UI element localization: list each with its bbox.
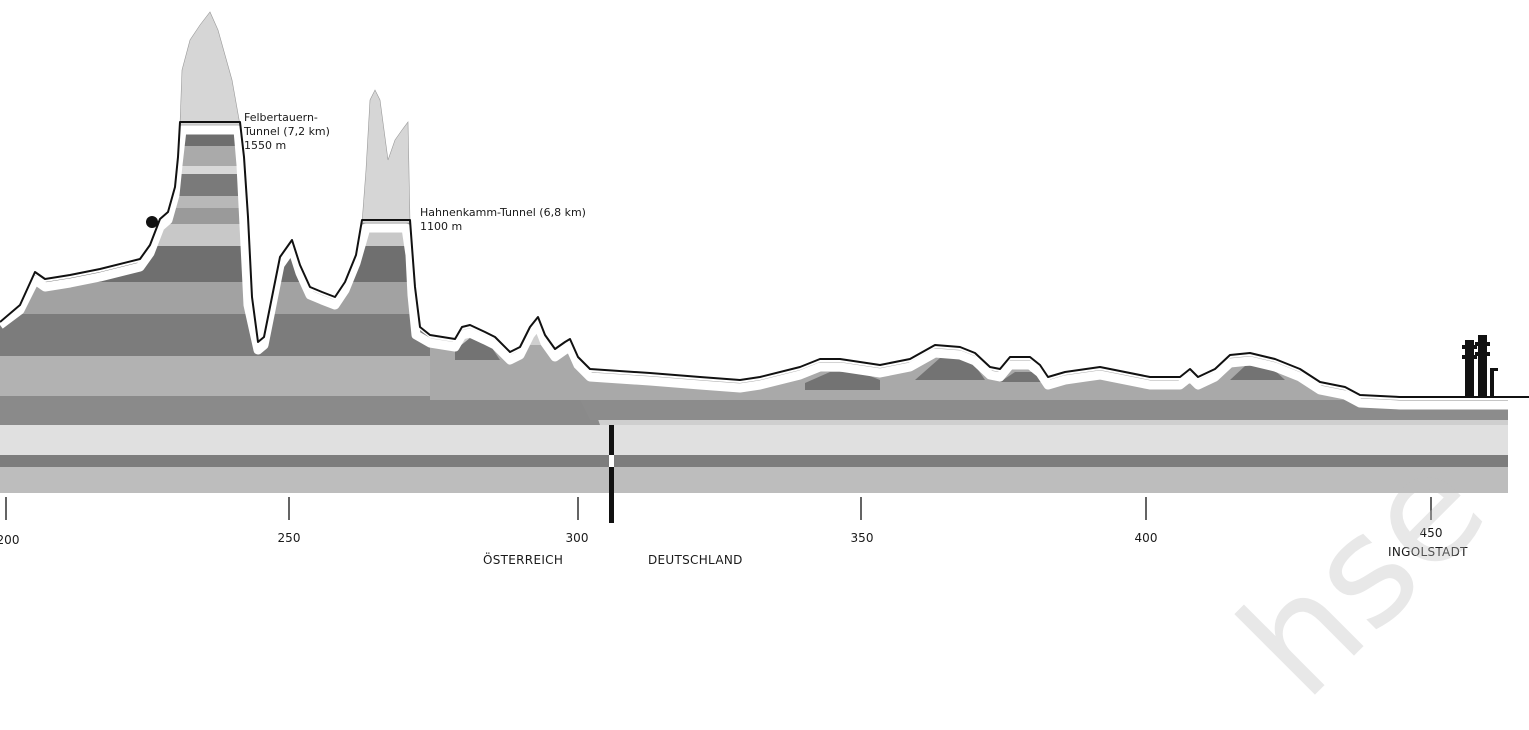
felbertauern-label: Felbertauern- Tunnel (7,2 km) 1550 m (244, 111, 330, 153)
hahnenkamm-label: Hahnenkamm-Tunnel (6,8 km) 1100 m (420, 206, 586, 234)
border-marker (609, 425, 614, 523)
strata-edge (1508, 400, 1529, 500)
refinery-icon (1462, 335, 1498, 398)
country-germany: DEUTSCHLAND (648, 553, 743, 567)
tick-label-350: 350 (850, 531, 874, 545)
felbertauern-elevation: 1550 m (244, 139, 287, 152)
station-marker (146, 216, 158, 228)
tick-label-450: 450 (1419, 526, 1443, 540)
tick-label-250: 250 (277, 531, 301, 545)
hahnenkamm-elevation: 1100 m (420, 220, 463, 233)
tick-label-200: 200 (0, 533, 20, 547)
felbertauern-length: Tunnel (7,2 km) (244, 125, 330, 138)
tick-label-400: 400 (1134, 531, 1158, 545)
route-profile-line (0, 121, 1529, 398)
felbertauern-name: Felbertauern- (244, 111, 318, 124)
tick-label-300: 300 (565, 531, 589, 545)
felbertauern-peak (179, 11, 241, 126)
city-ingolstadt: INGOLSTADT (1388, 545, 1468, 559)
route-casing (0, 125, 1529, 410)
hahnenkamm-peak (361, 89, 411, 224)
country-austria: ÖSTERREICH (483, 553, 564, 567)
route-profile-diagram (0, 11, 1529, 572)
axis-ticks (5, 497, 1432, 520)
hahnenkamm-name: Hahnenkamm-Tunnel (6,8 km) (420, 206, 586, 219)
